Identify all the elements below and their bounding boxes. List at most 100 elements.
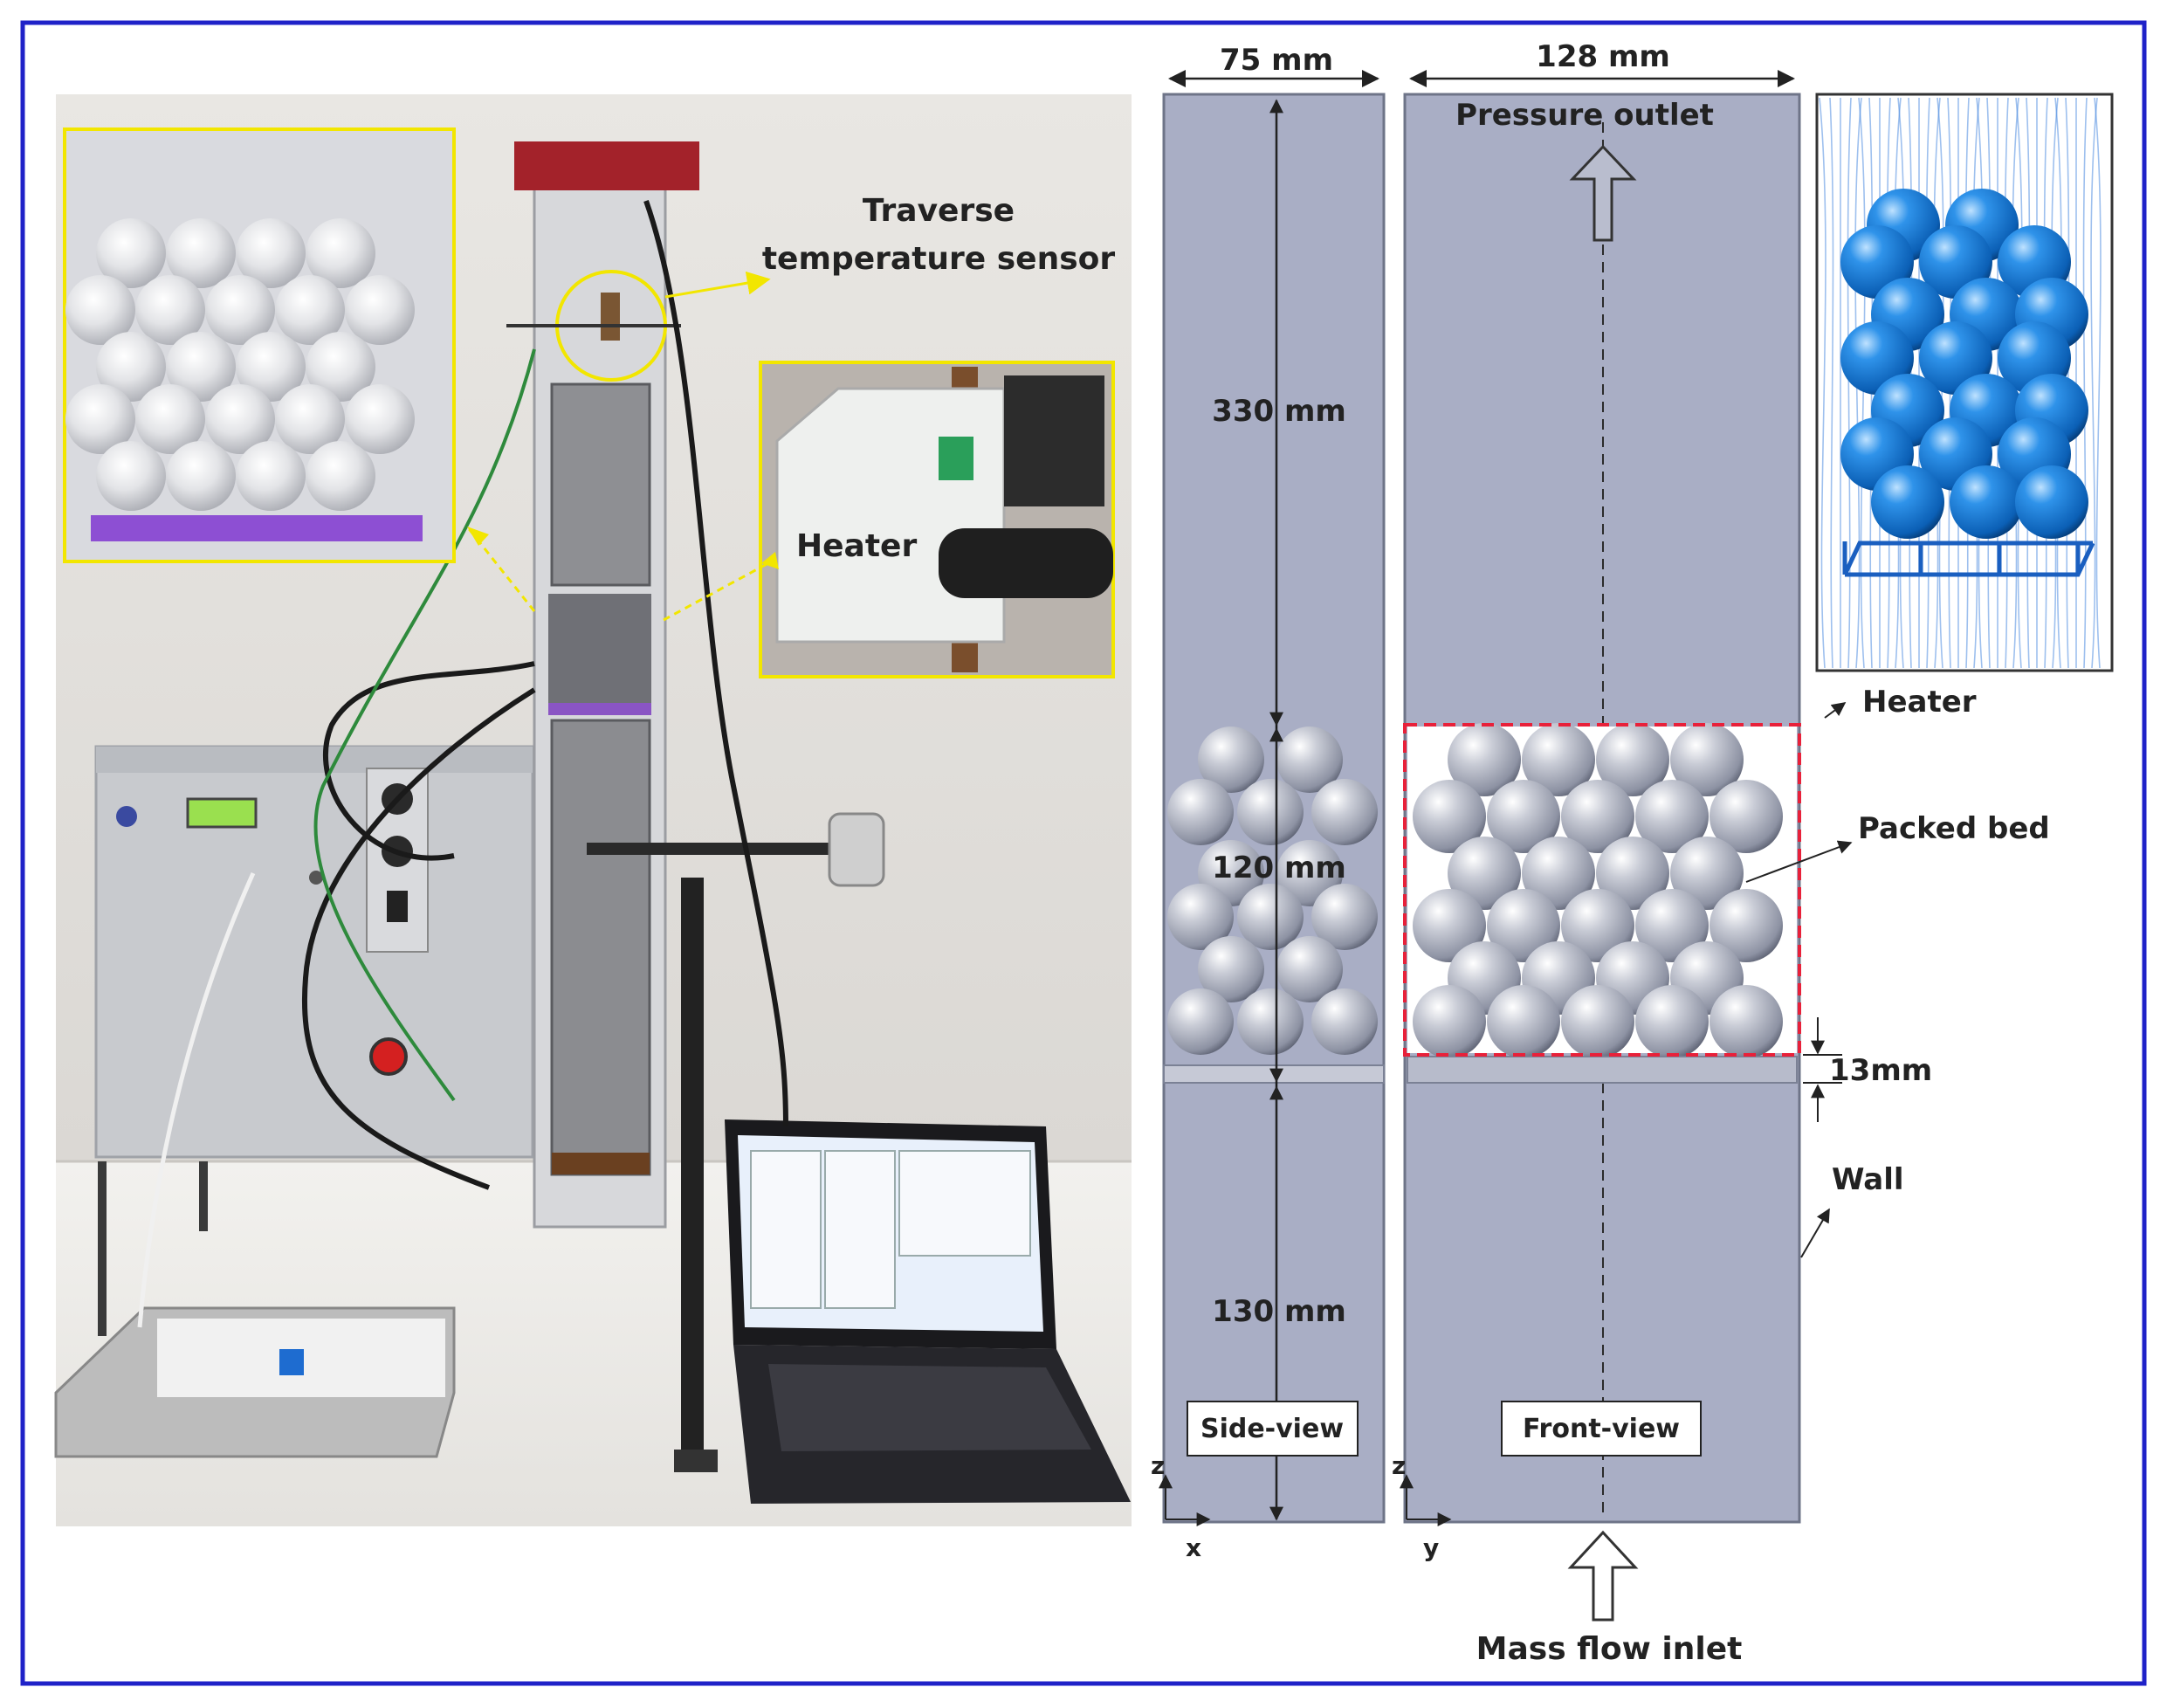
- glass-bead: [135, 275, 205, 345]
- glass-bead: [205, 275, 275, 345]
- glass-bead: [306, 441, 375, 511]
- cfd-streamline: [2094, 97, 2102, 669]
- wall-label-arrow: [1800, 1208, 1830, 1258]
- front-y-axis-label: y: [1423, 1533, 1439, 1562]
- heater-label: Heater: [1862, 685, 1977, 720]
- laptop-window-panel: [750, 1150, 822, 1309]
- cable: [323, 661, 535, 861]
- packed-bed-label: Packed bed: [1858, 811, 2050, 846]
- side-view-sphere: [1311, 988, 1378, 1055]
- heater-region-box: [1403, 723, 1801, 1057]
- bed-height-label: 120 mm: [1212, 851, 1346, 885]
- cfd-sphere: [2015, 465, 2088, 539]
- traverse-callout-line2: temperature sensor: [762, 241, 1116, 277]
- front-view-sphere: [1710, 780, 1783, 853]
- traverse-callout-line1: Traverse: [863, 193, 1015, 229]
- glass-bead: [166, 218, 236, 288]
- cfd-streamline: [2090, 97, 2098, 669]
- front-view-sphere: [1561, 985, 1634, 1058]
- inset-beads-heater-strip: [91, 515, 423, 541]
- front-view-sphere: [1413, 889, 1486, 962]
- laptop-window-panel: [898, 1150, 1031, 1257]
- side-view-label-box: [1187, 1401, 1359, 1457]
- control-cabinet: [94, 745, 534, 1159]
- glass-bead: [345, 384, 415, 454]
- front-view-sphere: [1670, 723, 1744, 796]
- glass-bead: [345, 275, 415, 345]
- glass-bead: [96, 332, 166, 402]
- heater-callout-arrow: [663, 561, 769, 622]
- glass-bead: [65, 275, 135, 345]
- glass-bead: [306, 218, 375, 288]
- cfd-sphere: [1950, 465, 2023, 539]
- mass-flow-inlet-arrow: [1567, 1530, 1639, 1622]
- front-z-axis-label: z: [1392, 1451, 1406, 1480]
- heater-terminal: [939, 437, 973, 480]
- fan-housing: [828, 812, 885, 887]
- side-view-sphere: [1167, 988, 1234, 1055]
- front-view-label: Front-view: [1523, 1414, 1680, 1444]
- front-view-sphere: [1487, 780, 1560, 853]
- upper-height-label: 330 mm: [1212, 394, 1346, 429]
- front-view-sphere: [1561, 889, 1634, 962]
- probe-arm: [587, 843, 831, 855]
- side-view-sphere: [1237, 779, 1304, 845]
- cable: [302, 687, 536, 1190]
- inset-arrow-marker: [467, 527, 489, 546]
- side-view-sphere: [1198, 936, 1264, 1002]
- photo-panel: Traverse temperature sensor Heater: [54, 94, 1132, 1526]
- glass-bead: [65, 384, 135, 454]
- cabinet-header-strip: [96, 747, 533, 773]
- front-view-sphere: [1487, 985, 1560, 1058]
- glass-bead: [275, 275, 345, 345]
- laptop-window-panel: [824, 1150, 896, 1309]
- glass-bead: [236, 441, 306, 511]
- schematic-panel: 75 mm 128 mm 330 mm 120 mm 130 mm 13mm P…: [1151, 39, 2114, 1667]
- mass-flow-inlet-label: Mass flow inlet: [1476, 1631, 1743, 1667]
- glass-bead: [135, 384, 205, 454]
- front-view-sphere: [1710, 889, 1783, 962]
- side-view-sphere: [1167, 884, 1234, 950]
- cable: [643, 200, 788, 1127]
- table-leg: [199, 1161, 208, 1231]
- front-view-sphere: [1596, 837, 1669, 910]
- side-view-sphere: [1198, 727, 1264, 793]
- front-view-sphere: [1413, 780, 1486, 853]
- front-width-label: 128 mm: [1536, 39, 1670, 74]
- glass-bead: [166, 441, 236, 511]
- front-view-label-box: [1501, 1401, 1702, 1457]
- side-view-sphere: [1311, 884, 1378, 950]
- cfd-grid-support: [1842, 541, 2095, 577]
- cfd-streamline: [1854, 97, 1862, 669]
- heater-connector: [939, 528, 1113, 598]
- emergency-stop-button: [369, 1037, 408, 1076]
- cabinet-display: [186, 797, 258, 829]
- front-view-sphere: [1561, 780, 1634, 853]
- inset-arrow-marker: [761, 552, 779, 569]
- front-view-sphere: [1596, 723, 1669, 796]
- cfd-sphere: [1871, 465, 1944, 539]
- glass-bead: [236, 218, 306, 288]
- column-cap: [514, 141, 699, 190]
- wall-label: Wall: [1832, 1162, 1904, 1197]
- front-view-sphere: [1522, 837, 1595, 910]
- traverse-callout-arrow: [664, 271, 771, 299]
- table-leg: [98, 1161, 107, 1336]
- side-z-axis-label: z: [1151, 1451, 1165, 1480]
- front-view-sphere: [1448, 837, 1521, 910]
- front-view-sphere: [1710, 985, 1783, 1058]
- interface-usb: [279, 1349, 304, 1375]
- front-view-sphere: [1635, 780, 1709, 853]
- heater-dark-panel: [1004, 375, 1104, 506]
- column-heater-band: [548, 703, 651, 715]
- heater-label-arrow: [1824, 702, 1847, 719]
- gap-height-label: 13mm: [1829, 1053, 1932, 1088]
- column-packed-section: [548, 594, 651, 712]
- heater-callout: Heater: [796, 528, 917, 564]
- cfd-streamline: [1829, 97, 1834, 669]
- pressure-outlet-arrow: [1569, 144, 1637, 242]
- cfd-streamline: [2082, 97, 2088, 669]
- cabinet-connector: [309, 871, 323, 885]
- cfd-spheres: [1840, 189, 2088, 539]
